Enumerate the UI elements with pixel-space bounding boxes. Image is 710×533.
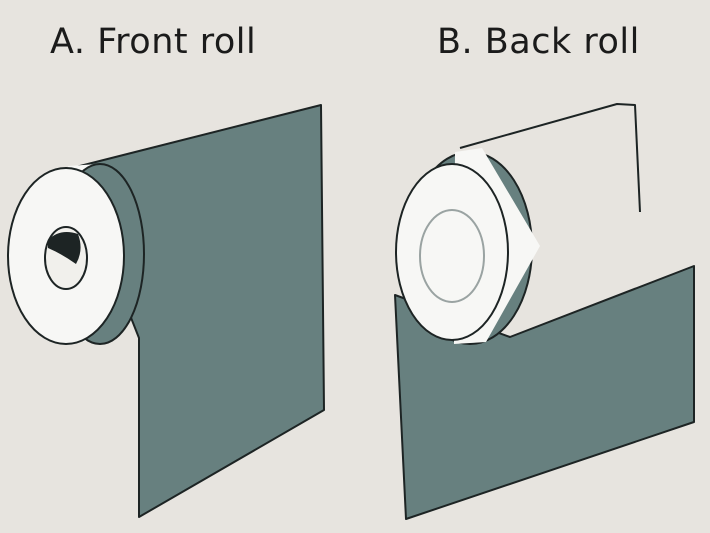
back-roll-top-sheet (459, 103, 641, 213)
back-roll-label: B. Back roll (437, 22, 640, 62)
back-roll-illustration (394, 103, 695, 520)
back-roll-core-ring (419, 209, 485, 303)
front-roll-illustration (7, 104, 325, 518)
front-roll-core-shadow (48, 232, 81, 264)
front-roll-label: A. Front roll (50, 22, 257, 62)
